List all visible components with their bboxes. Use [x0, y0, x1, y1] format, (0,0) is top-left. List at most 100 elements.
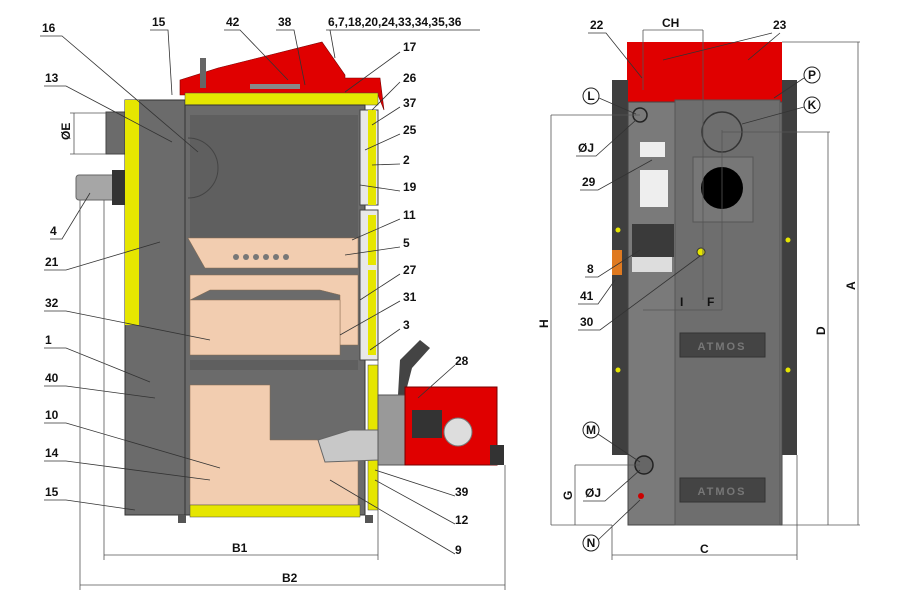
- dim-j-top: ØJ: [578, 141, 594, 155]
- label-4: 4: [50, 224, 57, 238]
- burner-motor: [412, 410, 442, 438]
- label-39: 39: [455, 485, 469, 499]
- fan-motor: [75, 174, 117, 201]
- label-14: 14: [45, 446, 59, 460]
- lower-door-insulation-bottom: [368, 270, 376, 355]
- label-31: 31: [403, 290, 417, 304]
- circle-p: [803, 66, 821, 84]
- leader-line: [597, 499, 641, 541]
- dim-e: ØE: [59, 123, 73, 140]
- leader-line: [150, 29, 173, 96]
- dim-ch: CH: [662, 16, 679, 30]
- burner-plug: [490, 445, 504, 465]
- dim-b2: B2: [282, 571, 298, 585]
- circle-k: [803, 96, 821, 114]
- controller-plate: [640, 170, 668, 207]
- dim-a: A: [844, 281, 858, 290]
- brand-top: ATMOS: [698, 341, 747, 353]
- label-parts-group: 6,7,18,20,24,33,34,35,36: [328, 15, 462, 29]
- dimension-line-i-f: [643, 130, 723, 311]
- lower-door-insulation-top: [368, 215, 376, 265]
- label-p: P: [808, 68, 816, 82]
- right-leader-lines: [329, 51, 456, 555]
- leader-line: [580, 159, 653, 191]
- leader-line: [44, 310, 211, 341]
- dim-d: D: [814, 326, 828, 335]
- rear-top-cover: [627, 42, 782, 102]
- nozzle-holes: [233, 254, 289, 260]
- leader-line: [50, 192, 91, 240]
- rear-view: ATMOS ATMOS: [612, 42, 797, 526]
- label-40: 40: [45, 371, 59, 385]
- bottom-insulation: [189, 504, 361, 518]
- label-1: 1: [45, 333, 52, 347]
- label-9: 9: [455, 543, 462, 557]
- thermostat-41: [612, 250, 622, 275]
- dimension-line-g: [574, 464, 640, 525]
- flue-damper-arc: [187, 137, 219, 199]
- label-15-bottom: 15: [45, 485, 59, 499]
- leader-line: [662, 32, 781, 61]
- pellet-feed-pipe: [398, 340, 430, 395]
- leader-line: [773, 77, 805, 99]
- leader-line: [326, 29, 480, 59]
- fan-grille: [632, 257, 672, 272]
- leader-line: [276, 29, 306, 86]
- label-17: 17: [403, 40, 417, 54]
- leader-line: [224, 29, 289, 81]
- label-26: 26: [403, 71, 417, 85]
- dim-b1: B1: [232, 541, 248, 555]
- fan-box: [632, 224, 674, 257]
- label-10: 10: [45, 408, 59, 422]
- fuel-chamber: [190, 115, 358, 240]
- rear-leg: [178, 515, 186, 523]
- label-21: 21: [45, 255, 59, 269]
- leader-line: [44, 347, 151, 383]
- dimension-line-b1: [103, 200, 379, 560]
- label-3: 3: [403, 318, 410, 332]
- upper-door-insulation: [368, 110, 376, 205]
- divider: [190, 360, 358, 370]
- right-side-panel: [782, 80, 797, 455]
- label-38: 38: [278, 15, 292, 29]
- rear-labels: 22 CH 23 L P K ØJ 29 8 41 30 I F H D A M: [537, 16, 860, 560]
- burner-flange: [377, 394, 409, 466]
- leader-line: [44, 499, 136, 511]
- label-28: 28: [455, 354, 469, 368]
- leader-line: [583, 469, 641, 502]
- leader-line: [40, 35, 199, 153]
- dimension-line-h: [550, 114, 640, 526]
- top-pipe: [200, 58, 206, 88]
- leader-line: [578, 279, 616, 305]
- label-plate: [640, 142, 665, 157]
- label-32: 32: [45, 296, 59, 310]
- label-37: 37: [403, 96, 417, 110]
- leader-line: [44, 385, 156, 399]
- label-5: 5: [403, 236, 410, 250]
- label-27: 27: [403, 263, 417, 277]
- label-15-top: 15: [152, 15, 166, 29]
- dimension-line-e: [70, 112, 106, 155]
- dimension-line-ch: [642, 29, 704, 300]
- drain-n: [638, 493, 644, 499]
- label-13: 13: [45, 71, 59, 85]
- sensor-30: [696, 247, 706, 257]
- label-30: 30: [580, 315, 594, 329]
- front-leg: [365, 515, 373, 523]
- leader-line: [576, 119, 637, 157]
- dim-g: G: [561, 491, 575, 500]
- leader-line: [578, 255, 701, 331]
- rear-insulation-top: [125, 100, 139, 240]
- top-insulation: [184, 92, 379, 106]
- leader-line: [741, 106, 805, 125]
- fan-flange: [112, 170, 127, 205]
- circle-m: [582, 421, 600, 439]
- label-42: 42: [226, 15, 240, 29]
- leader-line: [44, 460, 211, 481]
- label-41: 41: [580, 289, 594, 303]
- dimension-line-a: [782, 41, 860, 526]
- side-labels: 16 15 42 38 6,7,18,20,24,33,34,35,36 13 …: [40, 15, 506, 590]
- dim-j-bottom: ØJ: [585, 486, 601, 500]
- circle-l: [582, 87, 600, 105]
